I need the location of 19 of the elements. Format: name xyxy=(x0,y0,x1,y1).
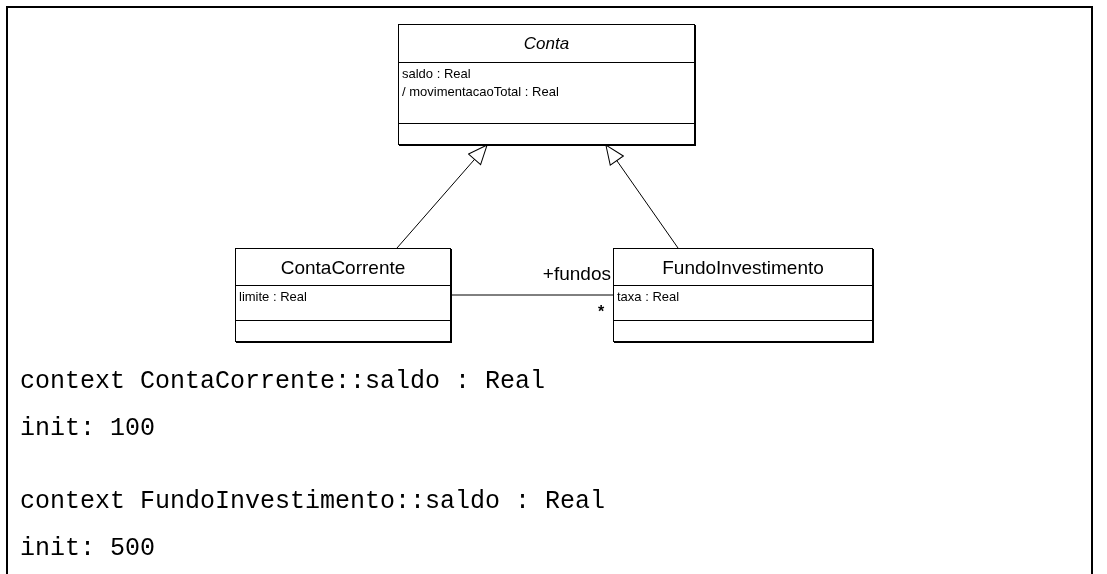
ocl-code-line: init: 500 xyxy=(20,536,156,561)
association-line xyxy=(450,294,614,296)
ocl-code-line: context ContaCorrente::saldo : Real xyxy=(20,369,546,394)
attribute-text: limite : Real xyxy=(239,288,307,306)
generalization-arrow xyxy=(605,144,679,249)
class-box xyxy=(613,248,873,342)
edge-label: +fundos xyxy=(541,264,611,283)
class-box xyxy=(235,248,451,342)
multiplicity-label: * xyxy=(598,304,605,320)
attribute-text: taxa : Real xyxy=(617,288,680,306)
ocl-code-line: init: 100 xyxy=(20,416,156,441)
generalization-arrow xyxy=(396,144,488,249)
class-name: FundoInvestimento xyxy=(662,257,824,277)
class-name: Conta xyxy=(523,35,570,52)
attribute-text: saldo : Real xyxy=(402,65,471,83)
attribute-text: / movimentacaoTotal : Real xyxy=(402,83,559,101)
ocl-code-line: context FundoInvestimento::saldo : Real xyxy=(20,489,606,514)
class-box xyxy=(398,24,695,145)
class-name: ContaCorrente xyxy=(280,257,406,277)
